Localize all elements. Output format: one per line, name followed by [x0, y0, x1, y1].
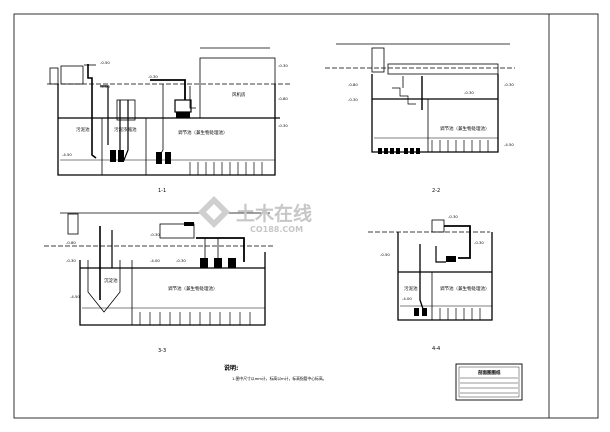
s3-room-regulating-tank: 调节池（兼生物处理池） — [168, 285, 218, 292]
s3-room-settling-tank: 沉淀池 — [104, 277, 118, 284]
section-mark-1-1: 1-1 — [158, 188, 166, 194]
s1-room-blower-room: 风机房 — [232, 91, 246, 98]
s1-elevation-7: -4.50 — [62, 152, 72, 157]
section-2-2 — [325, 43, 515, 153]
s4-elevation-2: -0.30 — [448, 214, 458, 219]
section-mark-2-2: 2-2 — [432, 188, 440, 194]
s3-elevation-4: -0.30 — [176, 258, 186, 263]
s4-room-sludge-tank: 污泥池 — [404, 285, 418, 292]
s3-elevation-5: -4.00 — [150, 258, 160, 263]
s3-elevation-1: -0.80 — [66, 240, 76, 245]
s1-elevation-6: -0.30 — [278, 123, 288, 128]
section-3-3-aeration — [139, 312, 251, 325]
s3-elevation-2: -0.30 — [66, 258, 76, 263]
notes-title: 说明: — [224, 364, 238, 372]
section-mark-3-3: 3-3 — [158, 348, 166, 354]
s4-elevation-3: -0.30 — [474, 240, 484, 245]
s2-elevation-2: -0.30 — [348, 97, 358, 102]
s1-elevation-4: -0.30 — [278, 63, 288, 68]
watermark-url: CO188.COM — [250, 225, 303, 234]
s1-elevation-3: -0.30 — [148, 74, 158, 79]
s2-room-regulating-tank: 调节池（兼生物处理池） — [440, 125, 490, 132]
section-4-4-aeration — [439, 308, 481, 320]
section-1-1-equipment — [110, 112, 190, 164]
s1-room-sludge-tank: 污泥池 — [76, 126, 90, 133]
s4-elevation-4: -4.00 — [402, 296, 412, 301]
section-3-3-equipment — [184, 222, 236, 268]
section-3-3 — [44, 212, 275, 326]
notes-line-1: 1.图中尺寸以mm计，标高以m计，标高指管中心标高。 — [232, 376, 326, 381]
s3-elevation-6: -4.50 — [70, 294, 80, 299]
s1-room-regulating-tank: 调节池（兼生物处理池） — [178, 129, 228, 136]
s4-elevation-1: -0.50 — [380, 252, 390, 257]
s2-elevation-5: -4.50 — [504, 142, 514, 147]
title-block — [455, 363, 523, 401]
s3-elevation-3: -0.30 — [150, 232, 160, 237]
section-4-4-equipment — [414, 256, 456, 316]
s1-elevation-5: -0.80 — [278, 96, 288, 101]
s1-elevation-1: -0.50 — [100, 60, 110, 65]
s2-elevation-4: -0.30 — [504, 82, 514, 87]
s2-elevation-1: -0.80 — [348, 82, 358, 87]
section-4-4 — [368, 219, 493, 321]
section-2-2-aeration — [431, 140, 489, 152]
watermark-logo — [198, 196, 230, 228]
title-block-title: 剖面图图纸 — [478, 369, 501, 376]
watermark-brand: 土木在线 — [236, 202, 312, 225]
section-2-2-equipment — [378, 148, 420, 154]
section-mark-4-4: 4-4 — [432, 346, 440, 352]
s1-elevation-2: -4.00 — [100, 84, 110, 89]
s1-room-thickener: 污泥浓缩池 — [114, 126, 137, 133]
s2-elevation-3: -0.30 — [464, 90, 474, 95]
s4-room-regulating-tank: 调节池（兼生物处理池） — [440, 285, 490, 292]
section-1-1-aeration — [189, 162, 263, 175]
outer-border — [13, 13, 599, 419]
